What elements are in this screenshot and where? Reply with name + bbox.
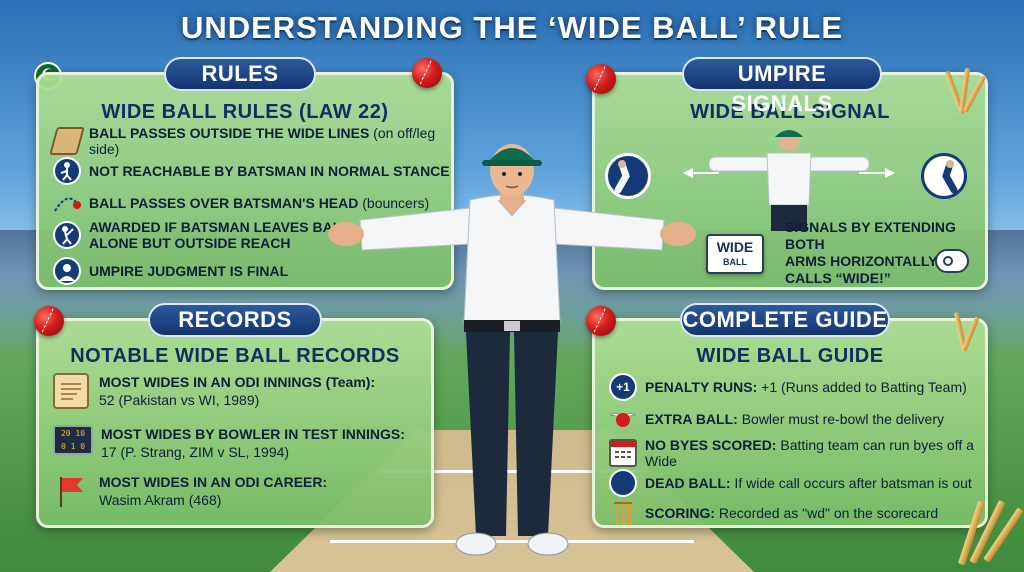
rule-note: (bouncers) bbox=[358, 195, 430, 211]
rules-subheading: WIDE BALL RULES (LAW 22) bbox=[101, 101, 389, 123]
signal-desc-line1: SIGNALS BY EXTENDING BOTH bbox=[785, 219, 956, 252]
record-title: MOST WIDES BY BOWLER IN TEST INNINGS: bbox=[101, 426, 405, 442]
stumps-icon bbox=[609, 499, 637, 527]
arm-signal-right-icon bbox=[921, 153, 967, 199]
guide-subheading: WIDE BALL GUIDE bbox=[696, 345, 884, 367]
guide-text: Recorded as "wd" on the scorecard bbox=[715, 505, 939, 521]
records-panel: NOTABLE WIDE BALL RECORDS MOST WIDES IN … bbox=[36, 318, 434, 528]
record-item: 20 10 0 1 0 MOST WIDES BY BOWLER IN TEST… bbox=[53, 425, 405, 461]
record-detail: 52 (Pakistan vs WI, 1989) bbox=[99, 392, 260, 408]
plus-one-icon: +1 bbox=[609, 373, 637, 401]
cricket-ball-icon bbox=[586, 306, 616, 336]
page-title: UNDERSTANDING THE ‘WIDE BALL’ RULE bbox=[180, 10, 844, 45]
guide-panel: WIDE BALL GUIDE +1 PENALTY RUNS: +1 (Run… bbox=[592, 318, 988, 528]
cricket-ball-icon bbox=[412, 58, 442, 88]
dead-ball-icon bbox=[609, 469, 637, 497]
guide-heading: COMPLETE GUIDE bbox=[680, 303, 890, 337]
records-heading: RECORDS bbox=[148, 303, 322, 337]
batsman-stance-icon bbox=[53, 157, 81, 185]
record-item: MOST WIDES IN AN ODI CAREER: Wasim Akram… bbox=[53, 473, 327, 509]
signals-subheading: WIDE BALL SIGNAL bbox=[690, 101, 890, 123]
wide-sign-main: WIDE bbox=[716, 239, 754, 255]
guide-label: PENALTY RUNS: bbox=[645, 379, 758, 395]
arm-signal-left-icon bbox=[605, 153, 651, 199]
bouncer-icon bbox=[53, 189, 81, 217]
whistle-icon bbox=[935, 249, 969, 273]
scoreboard-icon: 20 10 0 1 0 bbox=[53, 425, 93, 455]
signal-description: SIGNALS BY EXTENDING BOTH ARMS HORIZONTA… bbox=[785, 219, 985, 287]
guide-label: EXTRA BALL: bbox=[645, 411, 738, 427]
guide-text: Batting team can run byes off a Wide bbox=[645, 437, 974, 469]
scoreboard-top: 20 10 bbox=[60, 429, 86, 438]
cricket-ball-icon bbox=[34, 306, 64, 336]
rule-note: (on off/leg side) bbox=[89, 125, 436, 157]
guide-text: +1 (Runs added to Batting Team) bbox=[757, 379, 967, 395]
guide-item: DEAD BALL: If wide call occurs after bat… bbox=[609, 469, 972, 497]
record-detail: Wasim Akram (468) bbox=[99, 492, 222, 508]
records-subheading: NOTABLE WIDE BALL RECORDS bbox=[70, 345, 400, 367]
rules-panel: WIDE BALL RULES (LAW 22) BALL PASSES OUT… bbox=[36, 72, 454, 290]
bowling-crease bbox=[330, 540, 694, 543]
guide-text: If wide call occurs after batsman is out bbox=[730, 475, 972, 491]
batsman-leaving-icon bbox=[53, 221, 81, 249]
popping-crease bbox=[380, 470, 644, 473]
guide-item: +1 PENALTY RUNS: +1 (Runs added to Batti… bbox=[609, 373, 967, 401]
wide-ball-sign: WIDE BALL bbox=[706, 234, 764, 274]
guide-text: Bowler must re-bowl the delivery bbox=[737, 411, 944, 427]
rule-text: NOT REACHABLE BY BATSMAN IN NORMAL STANC… bbox=[89, 163, 450, 179]
flag-icon bbox=[53, 473, 89, 509]
guide-label: NO BYES SCORED: bbox=[645, 437, 777, 453]
rule-text: BALL PASSES OUTSIDE THE WIDE LINES bbox=[89, 125, 370, 141]
umpire-icon bbox=[53, 257, 81, 285]
rule-text: AWARDED IF BATSMAN LEAVES BALL bbox=[89, 219, 350, 235]
rule-item: BALL PASSES OUTSIDE THE WIDE LINES (on o… bbox=[49, 125, 451, 157]
calendar-icon bbox=[609, 439, 637, 467]
rule-text: BALL PASSES OVER BATSMAN'S HEAD bbox=[89, 195, 359, 211]
rule-text: UMPIRE JUDGMENT IS FINAL bbox=[89, 263, 289, 279]
scoreboard-bottom: 0 1 0 bbox=[60, 442, 86, 451]
signals-panel: WIDE BALL SIGNAL SIGNALS BY EXTENDING BO… bbox=[592, 72, 988, 290]
wide-sign-sub: BALL bbox=[723, 257, 747, 267]
record-title: MOST WIDES IN AN ODI CAREER: bbox=[99, 474, 328, 490]
winged-ball-icon bbox=[609, 405, 637, 433]
guide-label: DEAD BALL: bbox=[645, 475, 731, 491]
mini-umpire-signal-figure bbox=[683, 130, 895, 231]
guide-item: EXTRA BALL: Bowler must re-bowl the deli… bbox=[609, 405, 944, 433]
signals-heading: UMPIRE SIGNALS bbox=[682, 57, 882, 116]
guide-item: NO BYES SCORED: Batting team can run bye… bbox=[609, 437, 985, 469]
rules-heading: RULES bbox=[164, 57, 316, 91]
scroll-icon bbox=[53, 373, 89, 409]
guide-label: SCORING: bbox=[645, 505, 715, 521]
signal-desc-line2: ARMS HORIZONTALLY bbox=[785, 253, 938, 269]
rule-text-line2: ALONE BUT OUTSIDE REACH bbox=[89, 235, 291, 251]
rule-item: NOT REACHABLE BY BATSMAN IN NORMAL STANC… bbox=[53, 157, 450, 185]
cricket-ball-icon bbox=[586, 64, 616, 94]
signal-call-text: CALLS “WIDE!” bbox=[785, 270, 891, 286]
rule-item: BALL PASSES OVER BATSMAN'S HEAD (bouncer… bbox=[53, 189, 429, 217]
record-item: MOST WIDES IN AN ODI INNINGS (Team): 52 … bbox=[53, 373, 375, 409]
record-detail: 17 (P. Strang, ZIM v SL, 1994) bbox=[101, 444, 290, 460]
guide-item: SCORING: Recorded as "wd" on the scoreca… bbox=[609, 499, 938, 527]
record-title: MOST WIDES IN AN ODI INNINGS (Team): bbox=[99, 374, 376, 390]
rule-item: UMPIRE JUDGMENT IS FINAL bbox=[53, 257, 288, 285]
